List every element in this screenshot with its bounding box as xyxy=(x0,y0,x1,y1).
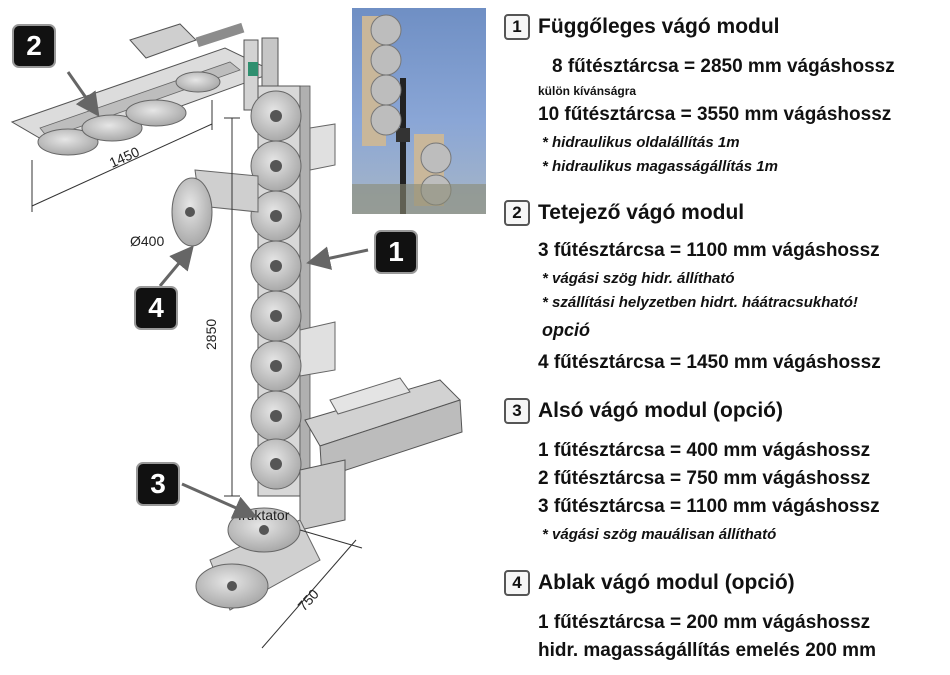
s2-line-3: * szállítási helyzetben hidrt. háátracsu… xyxy=(542,294,858,311)
s1-line-1: 8 fűtésztárcsa = 2850 mm vágáshossz xyxy=(552,56,895,77)
section-2-heading: Tetejező vágó modul xyxy=(538,201,745,224)
s2-option-label: opció xyxy=(542,320,590,340)
s1-line-5: * hidraulikus magasságállítás 1m xyxy=(542,158,778,175)
s3-line-4: * vágási szög mauálisan állítható xyxy=(542,526,777,543)
s2-line-5: 4 fűtésztárcsa = 1450 mm vágáshossz xyxy=(538,352,881,373)
callout-4: 4 xyxy=(134,286,178,330)
dim-1450: 1450 xyxy=(107,143,142,170)
callout-1: 1 xyxy=(374,230,418,274)
vertical-module xyxy=(250,85,336,497)
photo-inset xyxy=(352,8,486,214)
s4-line-1: 1 fűtésztárcsa = 200 mm vágáshossz xyxy=(538,612,871,633)
section-3-number: 3 xyxy=(504,398,530,424)
bottom-module: fruktator xyxy=(195,507,321,611)
section-3-heading: Alsó vágó modul (opció) xyxy=(538,399,783,422)
s3-line-2: 2 fűtésztárcsa = 750 mm vágáshossz xyxy=(538,468,871,489)
callout-3: 3 xyxy=(136,462,180,506)
s1-line-4: * hidraulikus oldalállítás 1m xyxy=(542,134,740,151)
mounting-arm xyxy=(299,377,463,531)
callout-arrows xyxy=(66,71,369,519)
window-module xyxy=(171,169,259,247)
legend: 1 Függőleges vágó modul 8 fűtésztárcsa =… xyxy=(500,0,945,675)
dim-2850: 2850 xyxy=(203,319,219,350)
section-1-number: 1 xyxy=(504,14,530,40)
callout-2: 2 xyxy=(12,24,56,68)
dim-diameter-400: Ø400 xyxy=(130,233,164,249)
s1-line-3: 10 fűtésztárcsa = 3550 mm vágáshossz xyxy=(538,104,892,125)
s2-line-2: * vágási szög hidr. állítható xyxy=(542,270,735,287)
section-4-number: 4 xyxy=(504,570,530,596)
section-1-title: 1 Függőleges vágó modul xyxy=(504,14,780,40)
section-4-heading: Ablak vágó modul (opció) xyxy=(538,571,795,594)
s3-line-1: 1 fűtésztárcsa = 400 mm vágáshossz xyxy=(538,440,871,461)
s3-line-3: 3 fűtésztárcsa = 1100 mm vágáshossz xyxy=(538,496,880,517)
s1-line-2: külön kívánságra xyxy=(538,84,637,98)
section-2-number: 2 xyxy=(504,200,530,226)
s4-line-2: hidr. magasságállítás emelés 200 mm xyxy=(538,640,876,661)
brand-label: fruktator xyxy=(238,507,290,523)
dim-750: 750 xyxy=(294,586,322,614)
photo-drawing xyxy=(352,14,486,214)
section-1-heading: Függőleges vágó modul xyxy=(538,15,780,38)
s2-line-1: 3 fűtésztárcsa = 1100 mm vágáshossz xyxy=(538,240,880,261)
section-3-title: 3 Alsó vágó modul (opció) xyxy=(504,398,783,424)
dimension-lines xyxy=(31,100,363,649)
section-4-title: 4 Ablak vágó modul (opció) xyxy=(504,570,795,596)
section-2-title: 2 Tetejező vágó modul xyxy=(504,200,744,226)
